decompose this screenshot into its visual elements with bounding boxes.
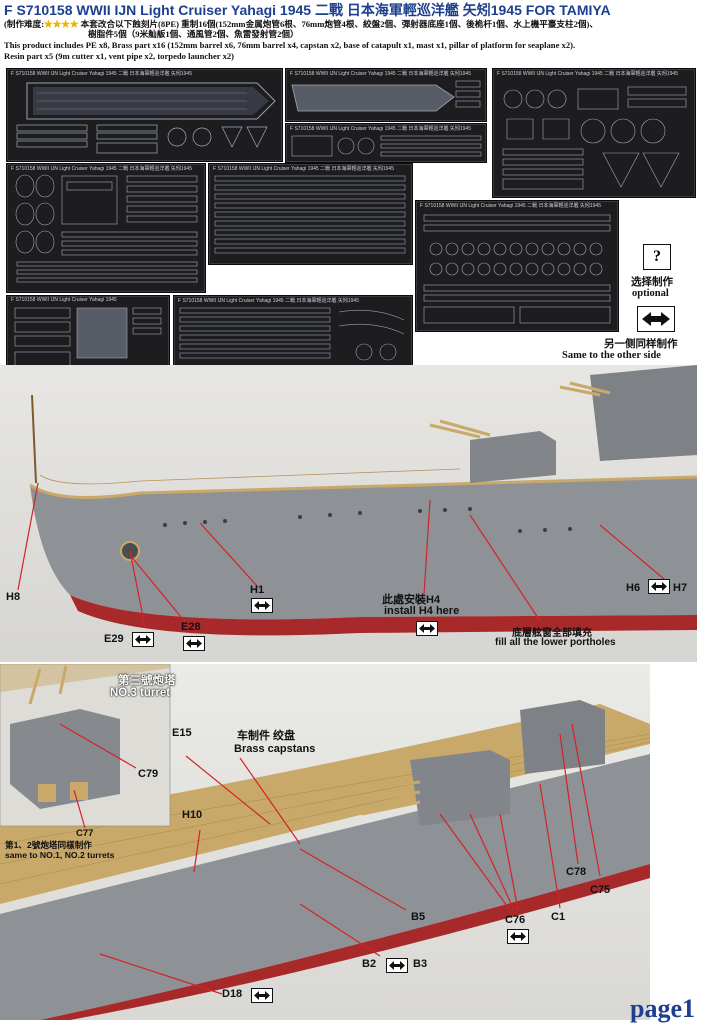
fret-f-parts <box>214 175 406 254</box>
fret-g-parts <box>423 214 611 324</box>
fret-h-parts <box>14 307 162 367</box>
pe-fret-f: F S710158 WWII IJN Light Cruiser Yahagi … <box>208 163 413 265</box>
label-e29-double-arrow-icon <box>132 632 154 647</box>
difficulty-label: (制作难度: <box>4 19 45 29</box>
turret3-label-en: NO.3 turret <box>110 687 171 699</box>
capstan-label-cn: 车制件 绞盘 <box>237 730 296 742</box>
label-h1: H1 <box>250 584 265 596</box>
contents-en-2: Resin part x5 (9m cutter x1, vent pipe x… <box>4 51 235 61</box>
label-h1-double-arrow-icon <box>251 598 273 613</box>
pe-fret-d: F S710158 WWII IJN Light Cruiser Yahagi … <box>492 68 696 198</box>
label-e28: E28 <box>181 621 201 633</box>
same-turrets-cn: 第1、2號炮塔同樣制作 <box>5 840 92 850</box>
optional-label-cn: 选择制作 <box>631 277 673 288</box>
label-d18-double-arrow-icon <box>251 988 273 1003</box>
contents-cn-1: 本套改合以下蝕刻片(8PE) 重制16個(152mm金属炮管6根、76mm炮管4… <box>80 19 598 29</box>
pe-fret-a: F S710158 WWII IJN Light Cruiser Yahagi … <box>6 68 283 162</box>
other-side-label-en: Same to the other side <box>562 350 661 361</box>
fret-f-label: F S710158 WWII IJN Light Cruiser Yahagi … <box>213 166 394 172</box>
label-b3: B3 <box>413 958 428 970</box>
portholes-cn: 底層舷窗全部填充 <box>512 628 592 639</box>
label-h7: H7 <box>673 582 688 594</box>
label-e15: E15 <box>172 727 192 739</box>
label-h10: H10 <box>182 809 203 821</box>
deck-model-drawing <box>0 664 650 1020</box>
optional-question-icon: ? <box>643 244 671 270</box>
fret-h-label: F S710158 WWII IJN Light Cruiser Yahagi … <box>11 297 117 303</box>
fret-d-parts <box>502 86 687 190</box>
fret-a-parts <box>16 82 276 154</box>
pe-fret-c: F S710158 WWII IJN Light Cruiser Yahagi … <box>285 123 487 163</box>
label-b2: B2 <box>362 958 377 970</box>
bow-model-drawing <box>17 365 697 636</box>
label-h6: H6 <box>626 582 641 594</box>
pe-fret-h: F S710158 WWII IJN Light Cruiser Yahagi … <box>6 295 170 375</box>
fret-g-label: F S710158 WWII IJN Light Cruiser Yahagi … <box>420 203 601 209</box>
label-c1: C1 <box>551 911 566 923</box>
same-turrets-en: same to NO.1, NO.2 turrets <box>5 850 115 860</box>
label-c75: C75 <box>590 884 611 896</box>
fret-d-label: F S710158 WWII IJN Light Cruiser Yahagi … <box>497 71 678 77</box>
label-c76: C76 <box>505 914 526 926</box>
photo-bow: H8 H1 E29 E28 此處安裝H4 install H4 here 底層舷… <box>0 365 697 662</box>
photo-deck: 第三號炮塔 NO.3 turret C79 C77 第1、2號炮塔同樣制作 sa… <box>0 664 650 1020</box>
other-side-label-cn: 另一侧同样制作 <box>604 339 678 350</box>
contents-cn-2: 樹脂件5個（9米舢舨1個、通風管2個、魚雷發射管2個） <box>88 29 299 39</box>
fret-e-label: F S710158 WWII IJN Light Cruiser Yahagi … <box>11 166 192 172</box>
pe-fret-i: F S710158 WWII IJN Light Cruiser Yahagi … <box>173 295 413 375</box>
pe-fret-e: F S710158 WWII IJN Light Cruiser Yahagi … <box>6 163 206 293</box>
fret-i-label: F S710158 WWII IJN Light Cruiser Yahagi … <box>178 298 359 304</box>
fret-a-label: F S710158 WWII IJN Light Cruiser Yahagi … <box>11 71 192 77</box>
fret-b-parts <box>291 80 481 112</box>
difficulty-stars: ★★★★ <box>44 19 79 29</box>
label-c76-double-arrow-icon <box>507 929 529 944</box>
label-h8: H8 <box>6 591 21 603</box>
label-e28-double-arrow-icon <box>183 636 205 651</box>
fret-c-parts <box>291 135 482 157</box>
double-arrow-icon <box>637 306 675 332</box>
portholes-en: fill all the lower portholes <box>495 637 616 648</box>
page-number: page1 <box>630 994 695 1023</box>
capstan-label-en: Brass capstans <box>234 743 316 755</box>
pe-fret-b: F S710158 WWII IJN Light Cruiser Yahagi … <box>285 68 487 122</box>
label-e29: E29 <box>104 633 124 645</box>
install-h4-cn: 此處安裝H4 <box>382 594 441 606</box>
turret3-label-cn: 第三號炮塔 <box>118 675 176 687</box>
label-b2-double-arrow-icon <box>386 958 408 973</box>
label-h6-double-arrow-icon <box>648 579 670 594</box>
difficulty-row: (制作难度:★★★★ 本套改合以下蝕刻片(8PE) 重制16個(152mm金属炮… <box>4 19 701 29</box>
label-d18: D18 <box>222 988 243 1000</box>
pe-fret-g: F S710158 WWII IJN Light Cruiser Yahagi … <box>415 200 619 332</box>
optional-label-en: optional <box>632 288 669 299</box>
label-c78: C78 <box>566 866 587 878</box>
fret-e-parts <box>15 174 198 283</box>
fret-c-label: F S710158 WWII IJN Light Cruiser Yahagi … <box>290 126 471 132</box>
fret-i-parts <box>179 307 405 361</box>
contents-en-1: This product includes PE x8, Brass part … <box>4 40 576 50</box>
label-b5: B5 <box>411 911 426 923</box>
page-title: F S710158 WWII IJN Light Cruiser Yahagi … <box>4 2 611 18</box>
fret-b-label: F S710158 WWII IJN Light Cruiser Yahagi … <box>290 71 471 77</box>
install-h4-double-arrow-icon <box>416 621 438 636</box>
install-h4-en: install H4 here <box>384 605 460 617</box>
label-c79: C79 <box>138 768 159 780</box>
label-c77: C77 <box>76 828 94 839</box>
